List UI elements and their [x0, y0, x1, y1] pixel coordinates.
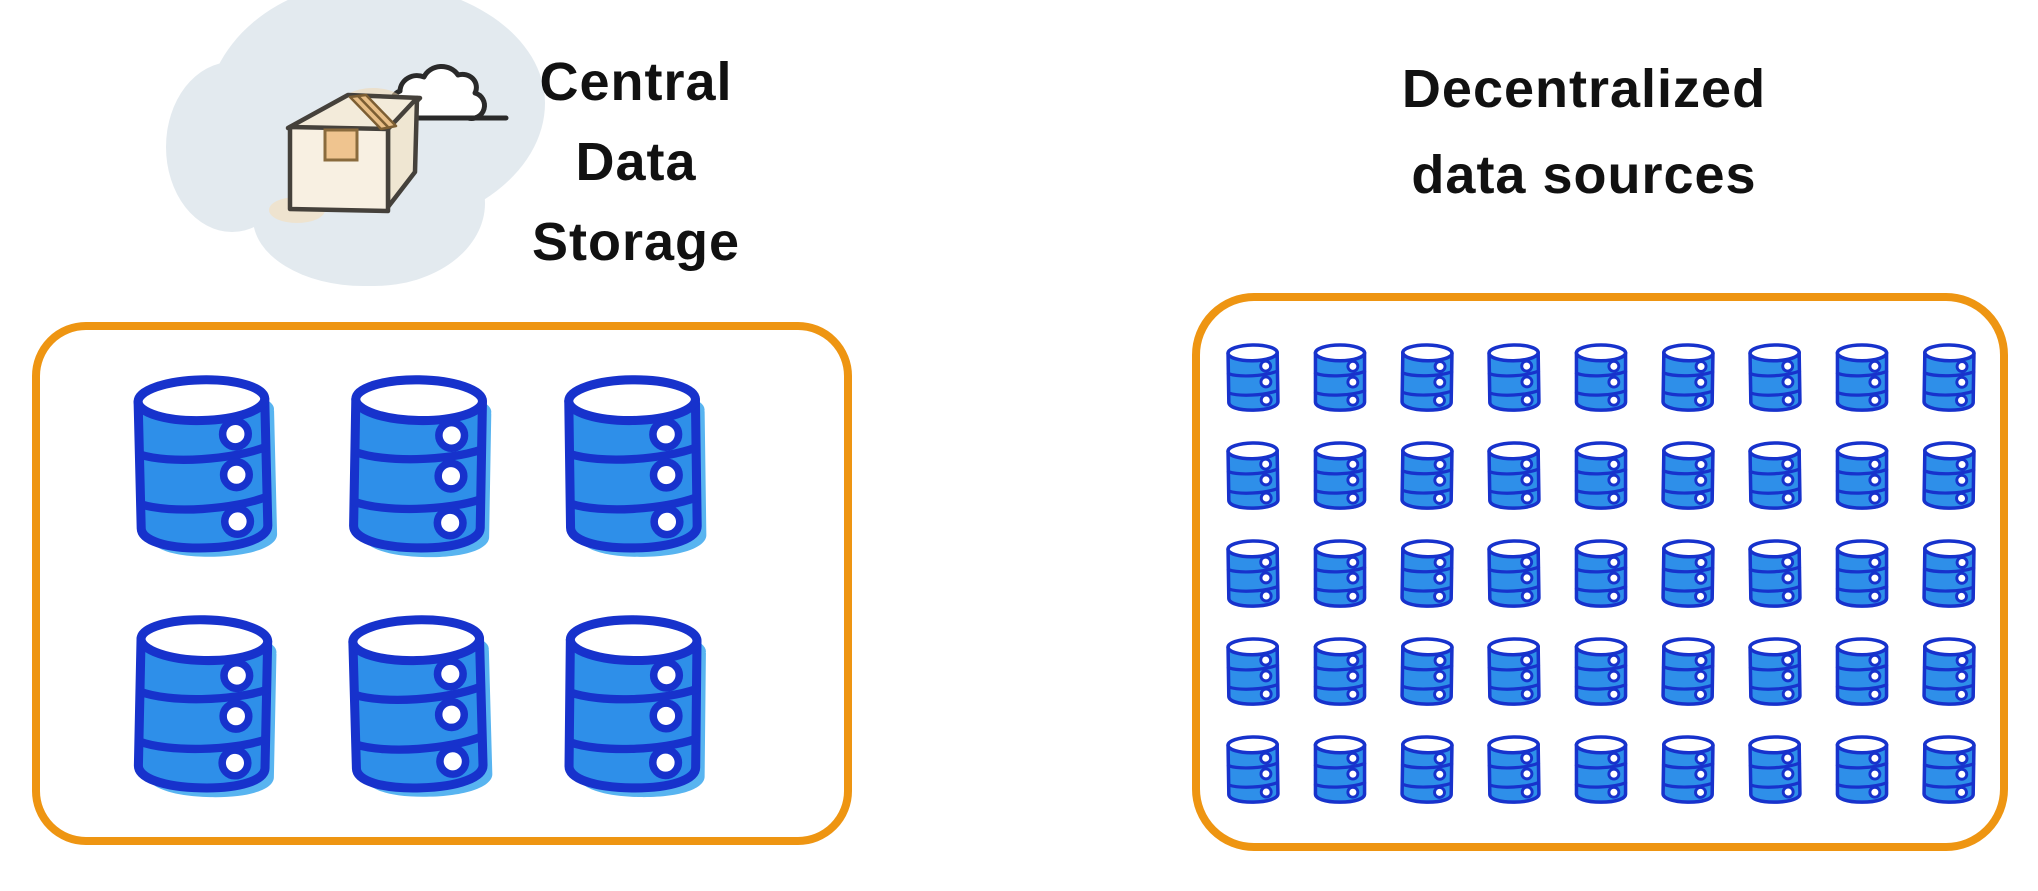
database-icon [564, 615, 706, 798]
database-icon [1661, 637, 1715, 706]
database-icon [1835, 637, 1889, 706]
database-icon [1748, 637, 1802, 706]
database-icon [1748, 539, 1802, 608]
database-icon [1487, 441, 1541, 510]
database-icon [1400, 441, 1454, 510]
database-icon [1922, 735, 1976, 804]
database-icon [349, 375, 492, 558]
decentralized-title-line: Decentralized [1401, 59, 1767, 119]
central-db-grid [40, 330, 844, 803]
database-icon [1835, 441, 1889, 510]
database-icon [1574, 735, 1628, 804]
database-icon [1487, 343, 1541, 412]
database-icon [1661, 343, 1715, 412]
database-icon [1487, 539, 1541, 608]
database-icon [133, 375, 278, 557]
database-icon [133, 615, 277, 798]
database-icon [1487, 735, 1541, 804]
database-icon [1400, 637, 1454, 706]
database-icon [1226, 637, 1280, 706]
database-icon [1748, 343, 1802, 412]
central-title-line: Central [539, 52, 733, 112]
database-icon [1313, 441, 1367, 510]
database-icon [1313, 539, 1367, 608]
database-icon [1661, 441, 1715, 510]
database-icon [1574, 343, 1628, 412]
database-icon [1574, 539, 1628, 608]
database-icon [1400, 539, 1454, 608]
database-icon [1226, 735, 1280, 804]
database-icon [1313, 343, 1367, 412]
database-icon [1922, 637, 1976, 706]
decentralized-db-grid [1200, 301, 2000, 808]
database-icon [1748, 441, 1802, 510]
decentralized-title-line: data sources [1411, 145, 1757, 205]
database-icon [1922, 539, 1976, 608]
database-icon [1661, 539, 1715, 608]
database-icon [1661, 735, 1715, 804]
database-icon [1835, 343, 1889, 412]
database-icon [1313, 637, 1367, 706]
database-icon [1748, 735, 1802, 804]
database-icon [1226, 539, 1280, 608]
database-icon [1400, 735, 1454, 804]
database-icon [1922, 343, 1976, 412]
package-box-cloud-icon [269, 64, 509, 223]
central-title: Central Data Storage [456, 42, 816, 282]
database-icon [1574, 637, 1628, 706]
database-icon [1487, 637, 1541, 706]
decentralized-title: Decentralized data sources [1354, 46, 1814, 218]
database-icon [564, 375, 707, 557]
database-icon [1574, 441, 1628, 510]
database-icon [1835, 735, 1889, 804]
decentralized-sources-panel [1192, 293, 2008, 851]
database-icon [1313, 735, 1367, 804]
database-icon [1226, 441, 1280, 510]
tape [323, 93, 398, 162]
database-icon [1400, 343, 1454, 412]
central-title-line: Data [575, 132, 697, 192]
database-icon [348, 615, 493, 797]
central-title-line: Storage [531, 212, 741, 272]
central-storage-panel [32, 322, 852, 845]
database-icon [1226, 343, 1280, 412]
database-icon [1835, 539, 1889, 608]
database-icon [1922, 441, 1976, 510]
